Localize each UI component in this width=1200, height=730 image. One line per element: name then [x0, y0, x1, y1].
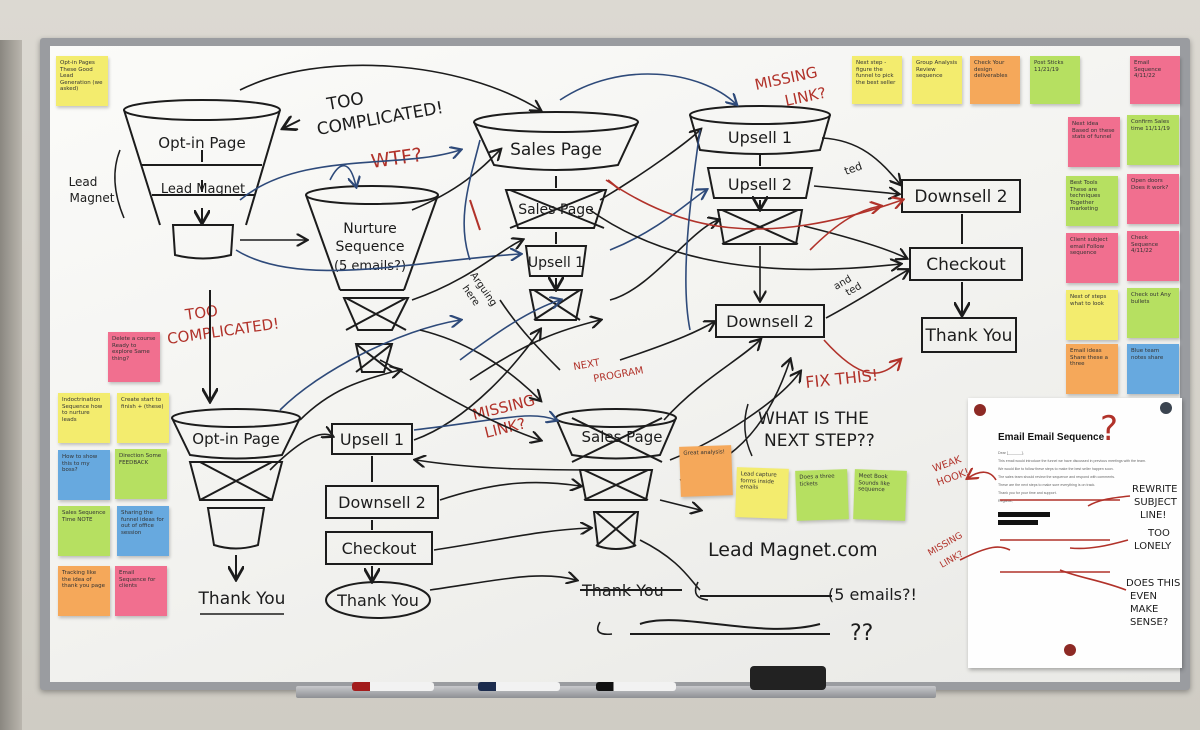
sales-top-label: Sales Page — [510, 140, 602, 160]
five-emails-note: (5 emails?! — [828, 585, 917, 604]
sales-page-bottom: Sales Page — [581, 428, 662, 446]
middle-sticky-note: Meet Book Sounds like sequence — [853, 469, 907, 521]
thank-you-left: Thank You — [198, 589, 286, 609]
downsell-2-left: Downsell 2 — [338, 493, 426, 512]
right-sticky-note: Check out Any bullets — [1127, 288, 1179, 338]
paper-line: Dear [_______], — [998, 451, 1024, 455]
top-sticky-note: Post Sticks 11/21/19 — [1030, 56, 1080, 104]
magnet-top-left — [974, 404, 986, 416]
lead-magnet-com: Lead Magnet.com — [708, 539, 878, 561]
left-sticky-note: Sales Sequence Time NOTE — [58, 506, 110, 556]
paper-line: The sales team should review the sequenc… — [998, 475, 1116, 479]
paper-line: Regards, — [998, 499, 1013, 503]
too-complicated-red-1: TOO — [183, 302, 219, 325]
arrow-note-added: ted — [843, 159, 864, 177]
right-sticky-note: Confirm Sales time 11/11/19 — [1127, 115, 1179, 165]
left-sticky-note: Indoctrination Sequence how to nurture l… — [58, 393, 110, 443]
paper-redaction-2 — [998, 520, 1038, 525]
right-sticky-note: Check Sequence 4/11/22 — [1127, 231, 1179, 281]
paper-line: Thank you for your time and support. — [998, 491, 1057, 495]
too-complicated-top-1: TOO — [324, 89, 365, 115]
brace-line — [114, 149, 125, 219]
thank-you-oval: Thank You — [336, 591, 419, 610]
upsell-1-left: Upsell 1 — [340, 430, 404, 449]
magnet-bottom — [1064, 644, 1076, 656]
red-marker[interactable] — [352, 682, 434, 691]
funnel-left-top — [123, 99, 281, 260]
downsell-2-mid: Downsell 2 — [726, 312, 814, 331]
lead-magnet-side-label-1: Lead — [69, 175, 98, 189]
paper-line: This email would introduce the funnel we… — [998, 459, 1147, 463]
right-boxes — [715, 179, 1023, 353]
right-sticky-note: Next idea Based on these stats of funnel — [1068, 117, 1120, 167]
left-sticky-note: Tracking like the idea of thank you page — [58, 566, 110, 616]
downsell-2-right: Downsell 2 — [914, 187, 1007, 207]
right-sticky-note: Next of steps what to look — [1066, 290, 1118, 340]
top-sticky-note: Check Your design deliverables — [970, 56, 1020, 104]
left-sticky-note: Opt-in Pages These Good Lead Generation … — [56, 56, 108, 106]
top-sticky-note: Group Analysis Review sequence — [912, 56, 962, 104]
connector-arrows — [235, 64, 908, 591]
question-marks: ?? — [850, 621, 873, 646]
funnel-nurture — [305, 185, 439, 373]
right-sticky-note: Blue team notes share — [1127, 344, 1179, 394]
next-step-1: WHAT IS THE — [758, 409, 869, 429]
door-edge — [0, 40, 22, 730]
top-sticky-note: Email Sequence 4/11/22 — [1130, 56, 1180, 104]
middle-sticky-note: Great analysis! — [679, 445, 733, 497]
right-sticky-note: Email ideas Share these a three — [1066, 344, 1118, 394]
fix-this-label: FIX THIS! — [804, 365, 879, 392]
funnel-left-top-optin: Opt-in Page — [158, 134, 245, 152]
upsell-1-top: Upsell 1 — [728, 128, 792, 147]
black-marker[interactable] — [596, 682, 676, 691]
right-sticky-note: Client subject email Follow sequence — [1066, 233, 1118, 283]
middle-sticky-note: Does a three tickets — [795, 469, 849, 521]
paper-redaction — [998, 512, 1050, 517]
paper-body: Dear [_______], This email would introduc… — [998, 451, 1156, 504]
right-sticky-note: Best Tools These are techniques Together… — [1066, 176, 1118, 226]
sales-crossed-label: Sales Page — [518, 202, 594, 218]
nurture-line2: Sequence — [335, 239, 404, 255]
left-sticky-note: Create start to finish + (these) — [117, 393, 169, 443]
optin-left-bottom: Opt-in Page — [192, 430, 279, 448]
funnel-left-bottom — [171, 290, 301, 578]
middle-sticky-note: Lead capture forms inside emails — [735, 467, 789, 519]
checkout-left: Checkout — [342, 539, 417, 558]
funnel-sales-top — [473, 111, 639, 321]
top-sticky-note: Next step - figure the funnel to pick th… — [852, 56, 902, 104]
upsell-2-top: Upsell 2 — [728, 175, 792, 194]
thank-you-right: Thank You — [925, 326, 1013, 346]
too-complicated-red-2: COMPLICATED! — [166, 314, 280, 348]
missing-link-top-2: LINK? — [783, 84, 828, 110]
left-sticky-note: Email Sequence for clients — [115, 566, 167, 616]
middle-left-boxes — [325, 423, 439, 619]
funnel-upsell-top — [689, 105, 831, 245]
left-sticky-note: Direction Some FEEDBACK — [115, 449, 167, 499]
funnel-left-top-leadmagnet: Lead Magnet — [161, 182, 245, 197]
blue-marker[interactable] — [478, 682, 560, 691]
next-step-2: NEXT STEP?? — [764, 431, 875, 451]
left-sticky-note: Sharing the funnel ideas for out of offi… — [117, 506, 169, 556]
paper-line: These are the next steps to make sure ev… — [998, 483, 1096, 487]
left-sticky-note: Delete a course Ready to explore Same th… — [108, 332, 160, 382]
nurture-line1: Nurture — [343, 221, 397, 237]
checkout-right: Checkout — [926, 255, 1006, 275]
eraser[interactable] — [750, 666, 826, 690]
right-sticky-note: Open doors Does it work? — [1127, 174, 1179, 224]
email-sequence-paper: Email Email Sequence Dear [_______], This… — [968, 398, 1182, 668]
next-program-1: NEXT — [573, 357, 602, 373]
magnet-top-right — [1160, 402, 1172, 414]
upsell-1-mid: Upsell 1 — [528, 255, 584, 271]
left-sticky-note: How to show this to my boss? — [58, 450, 110, 500]
lead-magnet-side-label-2: Magnet — [69, 191, 114, 205]
paper-title: Email Email Sequence — [998, 432, 1105, 443]
paper-line: We would like to follow these steps to m… — [998, 467, 1114, 471]
